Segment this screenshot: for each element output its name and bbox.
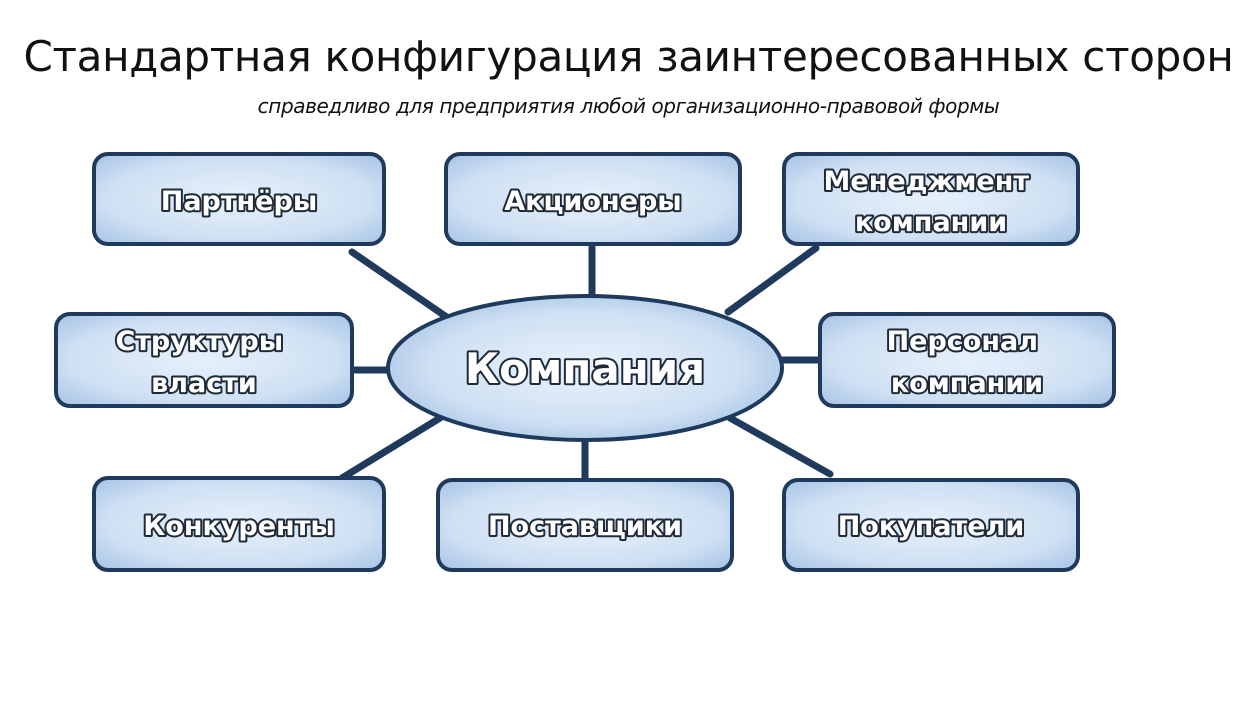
node-suppliers: Поставщики	[436, 478, 734, 572]
node-competitors: Конкуренты	[92, 476, 386, 572]
node-shareholders: Акционеры	[444, 152, 742, 246]
connector-customers	[726, 414, 834, 478]
node-personnel: Персонал компании	[818, 312, 1116, 408]
page-subtitle: справедливо для предприятия любой органи…	[257, 94, 1000, 118]
node-management: Менеджмент компании	[782, 152, 1080, 246]
connector-partners	[348, 248, 452, 322]
node-customers-label: Покупатели	[838, 511, 1025, 542]
connector-management	[724, 244, 820, 316]
page-title: Стандартная конфигурация заинтересованны…	[23, 32, 1234, 81]
node-authorities: Структуры власти	[54, 312, 354, 408]
node-partners: Партнёры	[92, 152, 386, 246]
node-authorities-label: Структуры власти	[115, 326, 292, 399]
node-personnel-label: Персонал компании	[887, 326, 1048, 399]
node-management-label: Менеджмент компании	[824, 166, 1039, 238]
connector-competitors	[338, 414, 444, 482]
node-customers: Покупатели	[782, 478, 1080, 572]
center-company-label: Компания	[465, 344, 705, 393]
connectors	[338, 240, 834, 484]
node-suppliers-label: Поставщики	[488, 511, 682, 542]
center-company: Компания	[386, 294, 784, 442]
node-competitors-label: Конкуренты	[143, 511, 335, 542]
node-shareholders-label: Акционеры	[504, 186, 681, 217]
node-partners-label: Партнёры	[161, 186, 318, 217]
